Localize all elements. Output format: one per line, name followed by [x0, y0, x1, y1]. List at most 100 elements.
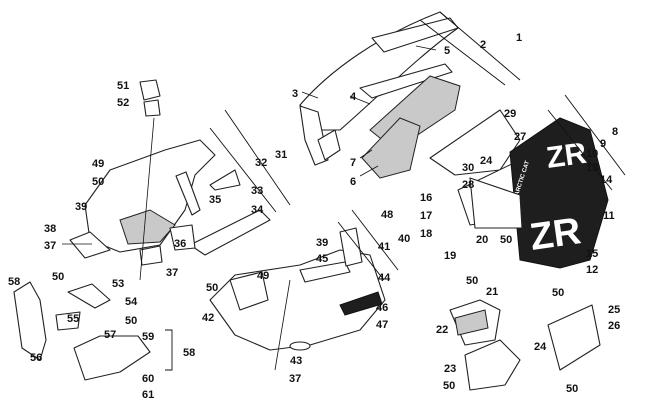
callout-19: 19 — [444, 250, 456, 262]
decal-model-lower: ZR — [527, 210, 583, 259]
callout-7: 7 — [350, 157, 356, 169]
callout-6: 6 — [350, 176, 356, 188]
decal-model-upper: ZR — [544, 137, 589, 175]
lower-deflector-assembly — [73, 335, 151, 381]
callout-13: 13 — [586, 162, 598, 174]
callout-29: 29 — [504, 108, 516, 120]
callout-39b: 39 — [316, 237, 328, 249]
reflector-lens — [143, 99, 161, 117]
cowl-lower-trim — [69, 231, 111, 259]
callout-47: 47 — [376, 319, 388, 331]
callout-24a: 24 — [480, 155, 493, 167]
callout-36: 36 — [174, 238, 186, 250]
callout-2: 2 — [480, 39, 486, 51]
leader-7 — [359, 149, 373, 159]
callout-15: 15 — [586, 248, 598, 260]
callout-33: 33 — [251, 185, 263, 197]
callout-56: 56 — [30, 352, 42, 364]
callout-37b: 37 — [166, 267, 178, 279]
right-side-louver — [547, 304, 601, 371]
callout-38: 38 — [44, 223, 56, 235]
lower-air-duct — [464, 339, 521, 391]
callout-20: 20 — [476, 234, 488, 246]
cowl-insulation-large — [189, 209, 271, 256]
callout-39a: 39 — [75, 201, 87, 213]
callout-50g: 50 — [443, 380, 455, 392]
callout-23: 23 — [444, 363, 456, 375]
callout-34: 34 — [251, 204, 264, 216]
callout-35: 35 — [209, 194, 221, 206]
callout-14: 14 — [600, 174, 613, 186]
callout-50h: 50 — [552, 287, 564, 299]
callout-24b: 24 — [534, 341, 547, 353]
front-cowl-assembly — [69, 79, 271, 266]
callout-50b: 50 — [52, 271, 64, 283]
bracket-1 — [439, 11, 521, 81]
callout-50f: 50 — [466, 275, 478, 287]
callout-32: 32 — [255, 157, 267, 169]
callout-25: 25 — [608, 304, 620, 316]
callout-46: 46 — [376, 302, 388, 314]
callout-51: 51 — [117, 80, 129, 92]
callout-57: 57 — [104, 329, 116, 341]
leader-37b — [274, 279, 291, 371]
belly-pan-assembly — [209, 227, 386, 351]
callout-52: 52 — [117, 97, 129, 109]
callout-5: 5 — [444, 45, 450, 57]
callout-50a: 50 — [92, 176, 104, 188]
bracket-58 — [165, 329, 173, 371]
callout-50i: 50 — [566, 383, 578, 395]
callout-40: 40 — [398, 233, 410, 245]
callout-37c: 37 — [289, 373, 301, 385]
cowl-brace — [175, 171, 201, 216]
cowl-mount-bracket — [139, 245, 163, 266]
callout-61: 61 — [142, 389, 154, 401]
callout-44: 44 — [378, 272, 391, 284]
bracket-8 — [564, 94, 626, 176]
leader-5 — [415, 45, 437, 51]
callout-41: 41 — [378, 241, 390, 253]
belly-pan-upper-trim — [299, 261, 351, 283]
hood-trim-strip — [371, 17, 459, 53]
group-brackets — [165, 11, 626, 371]
leader-6 — [359, 165, 379, 177]
lower-insulation-pad — [361, 117, 421, 179]
hood-mount-clip — [317, 129, 341, 161]
callout-10: 10 — [586, 148, 598, 160]
side-deflector — [13, 281, 47, 361]
left-side-small-parts — [13, 281, 151, 381]
cowl-insulation-small — [209, 169, 241, 191]
callout-30: 30 — [462, 162, 474, 174]
vent-mesh — [469, 177, 523, 229]
callout-45: 45 — [316, 253, 328, 265]
callout-17: 17 — [420, 210, 432, 222]
callout-8: 8 — [612, 126, 618, 138]
callout-21: 21 — [486, 286, 498, 298]
callout-58a: 58 — [8, 276, 20, 288]
callout-59: 59 — [142, 331, 154, 343]
callout-49b: 49 — [257, 270, 269, 282]
callout-1: 1 — [516, 32, 522, 44]
belly-pan-bracket — [339, 227, 363, 267]
headlight-lens — [119, 209, 176, 245]
callout-27: 27 — [514, 131, 526, 143]
leader-lines — [62, 45, 437, 371]
callout-50d: 50 — [206, 282, 218, 294]
hood-panel-assembly — [299, 11, 461, 179]
leader-4 — [349, 95, 371, 105]
callout-16: 16 — [420, 192, 432, 204]
callout-31: 31 — [275, 149, 287, 161]
callout-49a: 49 — [92, 158, 104, 170]
bracket-9 — [547, 109, 613, 191]
bracket-2 — [419, 19, 506, 86]
callout-50e: 50 — [500, 234, 512, 246]
right-side-small-parts — [449, 299, 601, 391]
bracket-41 — [337, 221, 385, 281]
callout-53: 53 — [112, 278, 124, 290]
side-decal-panel — [509, 117, 609, 269]
reflector-bezel — [139, 79, 161, 101]
hood-accent-stripe — [359, 63, 453, 99]
front-cowl — [84, 139, 216, 253]
